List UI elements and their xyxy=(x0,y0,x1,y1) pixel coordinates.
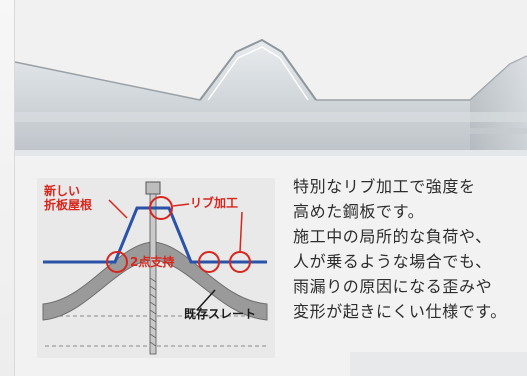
bolt-shaft xyxy=(149,193,157,355)
label-rib-processing: リブ加工 xyxy=(190,196,239,210)
description-line: 施工中の局所的な負荷や、 xyxy=(293,227,492,246)
label-two-point-support: 2点支持 xyxy=(130,255,175,269)
left-frame-border xyxy=(14,0,15,376)
label-new-roof-2: 折板屋根 xyxy=(44,198,93,212)
label-existing-slate: 既存スレート xyxy=(184,307,257,321)
new-roof-leader xyxy=(108,199,128,219)
description-line: 高めた鋼板です。 xyxy=(293,202,425,221)
product-description: 特別なリブ加工で強度を 高めた鋼板です。 施工中の局所的な負荷や、 人が乗るよう… xyxy=(293,174,527,324)
description-line: 人が乗るような場合でも、 xyxy=(293,252,492,271)
label-new-roof-1: 新しい xyxy=(44,184,81,198)
support-circle-right xyxy=(198,251,220,273)
slate-leader xyxy=(196,289,216,311)
rib-support-diagram xyxy=(37,178,275,358)
rib-circle xyxy=(149,196,173,220)
rib-leader-1 xyxy=(172,203,190,207)
new-roof-line xyxy=(43,206,267,264)
description-line: 雨漏りの原因になる歪みや xyxy=(293,277,493,296)
bolt-head xyxy=(145,181,161,195)
rib-leader-2 xyxy=(239,211,243,253)
support-circle-left xyxy=(106,251,128,273)
description-line: 変形が起きにくい仕様です。 xyxy=(293,302,507,321)
description-line: 特別なリブ加工で強度を xyxy=(293,177,476,196)
